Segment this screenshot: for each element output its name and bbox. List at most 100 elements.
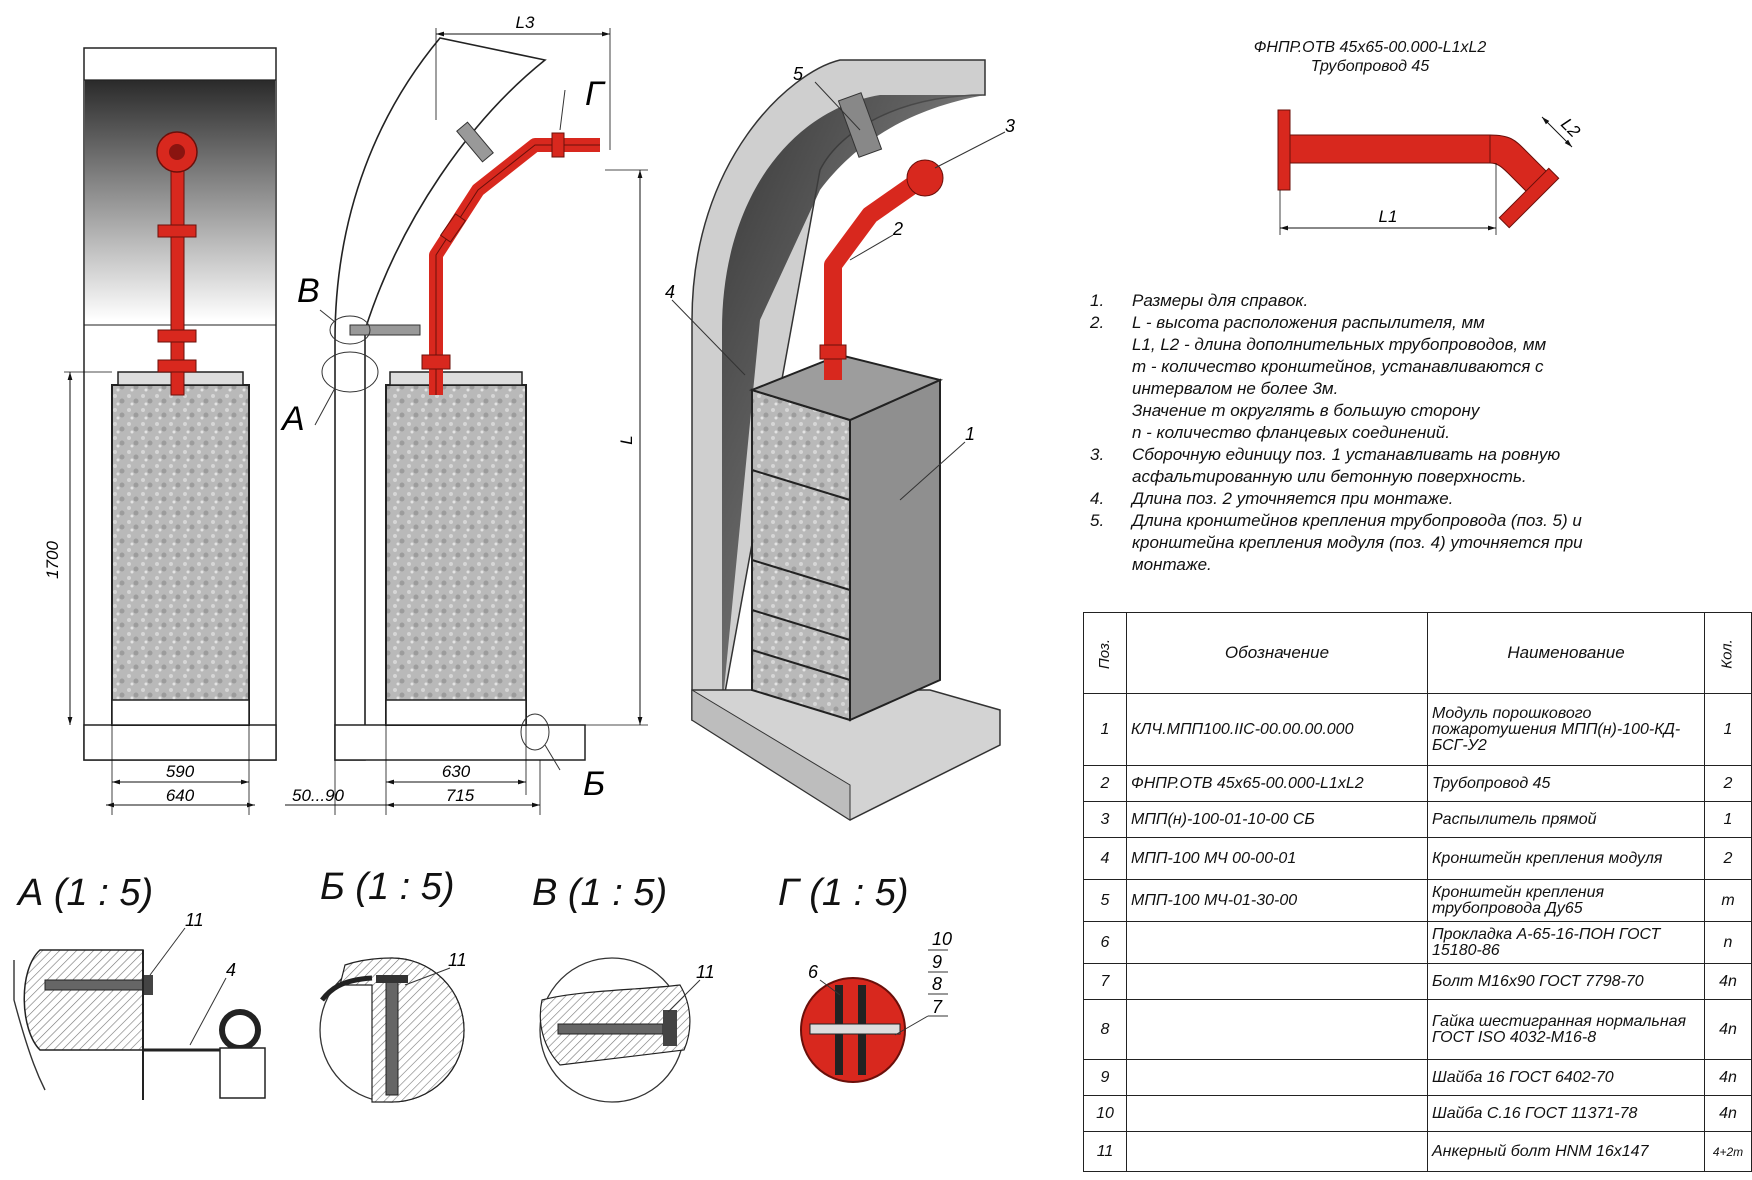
floor-slab-side [334, 724, 586, 761]
detail-g-callout-9: 9 [932, 952, 942, 972]
note-line: m - количество кронштейнов, устанавливаю… [1132, 357, 1544, 376]
bom-cell-designation: МПП(н)-100-01-10-00 СБ [1126, 801, 1428, 838]
side-view: В А Г Б L3 L 630 715 50...90 [280, 13, 648, 815]
bom-cell-qty: n [1704, 921, 1752, 964]
bom-cell-designation: ФНПР.ОТВ 45х65-00.000-L1xL2 [1126, 765, 1428, 802]
table-row: 8 Гайка шестигранная нормальная ГОСТ ISO … [1083, 999, 1752, 1060]
bom-cell-name: Шайба С.16 ГОСТ 11371-78 [1427, 1095, 1705, 1132]
view-label-v: В [297, 272, 320, 310]
bom-cell-pos: 4 [1083, 837, 1127, 880]
bom-cell-name: Распылитель прямой [1427, 801, 1705, 838]
note-number: 1. [1090, 291, 1105, 310]
bom-cell-name: Шайба 16 ГОСТ 6402-70 [1427, 1059, 1705, 1096]
note-item: 1. Размеры для справок. [1090, 290, 1710, 312]
pipe-name: Трубопровод 45 [1310, 58, 1430, 75]
bom-cell-pos: 9 [1083, 1059, 1127, 1096]
dim-height-front: 1700 [43, 541, 62, 579]
bom-cell-pos: 10 [1083, 1095, 1127, 1132]
bom-cell-qty: 2 [1704, 765, 1752, 802]
note-line: L - высота расположения распылителя, мм [1132, 313, 1485, 332]
bom-cell-name: Гайка шестигранная нормальная ГОСТ ISO 4… [1427, 999, 1705, 1060]
iso-view: 5 3 2 4 1 [665, 59, 1015, 821]
bom-header-name: Наименование [1427, 612, 1705, 694]
notes: 1. Размеры для справок. 2.L - высота распо… [1090, 290, 1710, 576]
bom-cell-name: Кронштейн крепления трубопровода Ду65 [1427, 879, 1705, 922]
bom-cell-pos: 7 [1083, 963, 1127, 1000]
floor-slab-front [83, 724, 277, 761]
note-number: 3. [1090, 445, 1105, 464]
note-line: Длина кронштейнов крепления трубопровода… [1132, 511, 1582, 530]
dim-outer-side: 715 [446, 786, 475, 805]
note-line: монтаже. [1132, 555, 1212, 574]
dim-inner-side: 630 [442, 762, 471, 781]
note-number: 5. [1090, 511, 1105, 530]
note-item: 5. Длина кронштейнов крепления трубопрово… [1090, 510, 1710, 576]
bom-cell-qty: 4n [1704, 1059, 1752, 1096]
detail-g: 6 10 9 8 7 [800, 929, 952, 1083]
detail-b-callout-11: 11 [448, 950, 467, 970]
note-item: 3.Сборочную единицу поз. 1 устанавливать… [1090, 444, 1710, 488]
detail-g-title: Г (1 : 5) [778, 872, 909, 914]
detail-v-callout-11: 11 [696, 962, 715, 982]
detail-a: 11 4 [13, 910, 266, 1100]
bom-cell-name: Кронштейн крепления модуля [1427, 837, 1705, 880]
note-line: Размеры для справок. [1132, 291, 1309, 310]
dim-height-side: L [617, 435, 636, 444]
detail-a-callout-11: 11 [185, 910, 204, 930]
detail-g-callout-10: 10 [932, 929, 952, 949]
bom-cell-pos: 6 [1083, 921, 1127, 964]
bom-cell-pos: 2 [1083, 765, 1127, 802]
view-label-g: Г [585, 75, 606, 113]
iso-callout-2: 2 [892, 219, 903, 239]
bom-cell-designation [1126, 963, 1428, 1000]
bom-cell-qty: 4n [1704, 999, 1752, 1060]
bom-header-qty: Кол. [1704, 612, 1752, 694]
bom-cell-qty: 4n [1704, 1095, 1752, 1132]
module-side [385, 384, 527, 726]
bom-header-designation: Обозначение [1126, 612, 1428, 694]
cabinet-side [849, 378, 941, 722]
pipe-front [170, 144, 185, 396]
pipe-spec-title: ФНПР.ОТВ 45х65-00.000-L1xL2 Трубопровод … [1040, 38, 1700, 76]
detail-v-title: В (1 : 5) [532, 872, 668, 914]
detail-a-callout-4: 4 [226, 960, 236, 980]
bom-cell-pos: 8 [1083, 999, 1127, 1060]
bom-cell-designation: МПП-100 МЧ 00-00-01 [1126, 837, 1428, 880]
front-view: 1700 590 640 [43, 47, 277, 815]
view-label-a: А [280, 400, 305, 438]
dim-top-side: L3 [516, 13, 535, 32]
module-front [111, 384, 250, 726]
bom-cell-designation [1126, 921, 1428, 964]
note-line: кронштейна крепления модуля (поз. 4) уто… [1132, 533, 1583, 552]
detail-g-callout-7: 7 [932, 997, 943, 1017]
bom-cell-qty: m [1704, 879, 1752, 922]
iso-callout-4: 4 [665, 282, 675, 302]
assembly-drawing: 1700 590 640 В А Г Б [13, 13, 1015, 1103]
note-line: асфальтированную или бетонную поверхност… [1132, 467, 1527, 486]
nozzle-iso [906, 159, 944, 197]
detail-b: 11 [319, 950, 467, 1103]
bom-cell-qty: 1 [1704, 801, 1752, 838]
detail-a-title: А (1 : 5) [18, 872, 154, 914]
cabinet-front [751, 388, 851, 722]
note-item: 2.L - высота расположения распылителя, м… [1090, 312, 1710, 444]
wall-side [334, 37, 547, 761]
bom-cell-pos: 1 [1083, 693, 1127, 766]
note-line: L1, L2 - длина дополнительных трубопрово… [1132, 335, 1547, 354]
bom-cell-designation: КЛЧ.МПП100.IIC-00.00.00.000 [1126, 693, 1428, 766]
dim-gap-side: 50...90 [292, 786, 345, 805]
bom-cell-name: Прокладка А-65-16-ПОН ГОСТ 15180-86 [1427, 921, 1705, 964]
note-line: интервалом не более 3м. [1132, 379, 1339, 398]
bom-cell-pos: 5 [1083, 879, 1127, 922]
bom-cell-designation [1126, 1059, 1428, 1096]
pipe-dim-l1: L1 [1379, 207, 1398, 226]
detail-g-callout-8: 8 [932, 974, 942, 994]
